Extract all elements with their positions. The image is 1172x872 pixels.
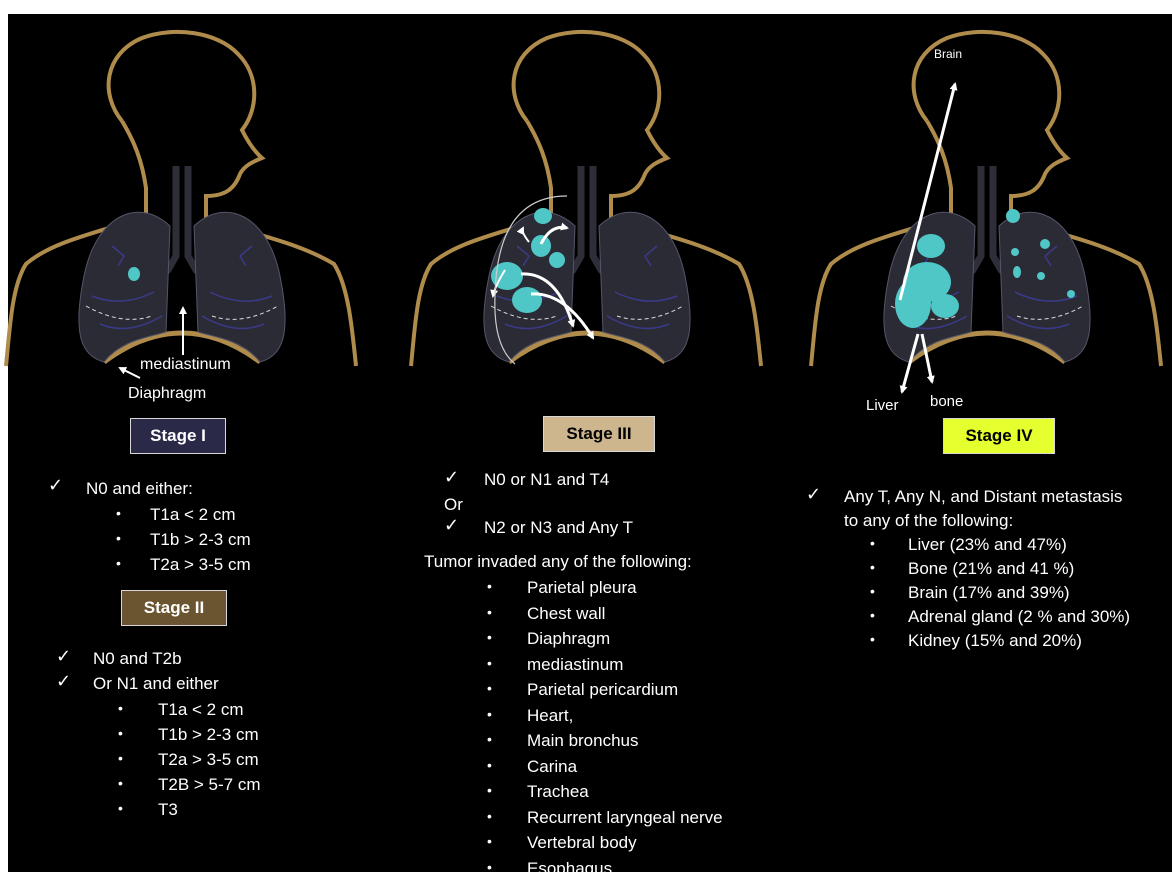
bullet-icon: •	[487, 655, 492, 671]
stage1-box: Stage I	[130, 418, 226, 454]
list-item: Esophagus	[527, 856, 612, 872]
check-icon: ✓	[48, 475, 63, 496]
list-item: T1b > 2-3 cm	[150, 527, 251, 552]
bullet-icon: •	[870, 559, 875, 575]
check-icon: ✓	[444, 515, 459, 536]
list-item: Liver (23% and 47%)	[908, 532, 1067, 557]
list-item: Recurrent laryngeal nerve	[527, 805, 723, 830]
bone-label: bone	[930, 393, 963, 410]
bullet-icon: •	[487, 757, 492, 773]
list-item: mediastinum	[527, 652, 623, 677]
stage2-criteria-2: Or N1 and either	[93, 671, 219, 696]
list-item: Brain (17% and 39%)	[908, 580, 1070, 605]
list-item: Chest wall	[527, 601, 605, 626]
list-item: Parietal pleura	[527, 575, 637, 600]
bullet-icon: •	[870, 535, 875, 551]
stage2-box: Stage II	[121, 590, 227, 626]
list-item: Carina	[527, 754, 577, 779]
list-item: T2a > 3-5 cm	[150, 552, 251, 577]
stage4-body-figure	[811, 32, 1161, 366]
check-icon: ✓	[56, 646, 71, 667]
list-item: Main bronchus	[527, 728, 639, 753]
list-item: Heart,	[527, 703, 573, 728]
bullet-icon: •	[487, 629, 492, 645]
bullet-icon: •	[487, 782, 492, 798]
stage3-criteria-1: N0 or N1 and T4	[484, 467, 609, 492]
bullet-icon: •	[116, 555, 121, 571]
mediastinum-label: mediastinum	[140, 356, 231, 374]
list-item: T1a < 2 cm	[150, 502, 236, 527]
stage4-box: Stage IV	[943, 418, 1055, 454]
list-item: Adrenal gland (2 % and 30%)	[908, 604, 1130, 629]
brain-label: Brain	[934, 47, 962, 61]
bullet-icon: •	[118, 775, 123, 791]
check-icon: ✓	[444, 467, 459, 488]
stage4-criteria-2: to any of the following:	[844, 508, 1013, 533]
bullet-icon: •	[487, 833, 492, 849]
list-item: Bone (21% and 41 %)	[908, 556, 1074, 581]
list-item: Kidney (15% and 20%)	[908, 628, 1082, 653]
list-item: T3	[158, 797, 178, 822]
bullet-icon: •	[487, 808, 492, 824]
list-item: Diaphragm	[527, 626, 610, 651]
stage3-box: Stage III	[543, 416, 655, 452]
bullet-icon: •	[116, 505, 121, 521]
bullet-icon: •	[870, 583, 875, 599]
stage2-criteria-1: N0 and T2b	[93, 646, 182, 671]
bullet-icon: •	[487, 578, 492, 594]
bullet-icon: •	[870, 607, 875, 623]
diaphragm-arrow	[120, 368, 140, 378]
stage3-body-figure	[411, 32, 761, 366]
bullet-icon: •	[487, 680, 492, 696]
bullet-icon: •	[118, 725, 123, 741]
bullet-icon: •	[870, 631, 875, 647]
stage3-or: Or	[444, 492, 463, 517]
stage1-tumor	[128, 267, 140, 281]
list-item: Vertebral body	[527, 830, 637, 855]
list-item: T2a > 3-5 cm	[158, 747, 259, 772]
stage1-criteria: N0 and either:	[86, 476, 193, 501]
list-item: T2B > 5-7 cm	[158, 772, 261, 797]
list-item: Parietal pericardium	[527, 677, 678, 702]
bullet-icon: •	[487, 859, 492, 872]
liver-label: Liver	[866, 397, 899, 414]
stage3-criteria-2: N2 or N3 and Any T	[484, 515, 633, 540]
check-icon: ✓	[56, 671, 71, 692]
bullet-icon: •	[118, 700, 123, 716]
stage4-criteria-1: Any T, Any N, and Distant metastasis	[844, 484, 1122, 509]
bullet-icon: •	[487, 731, 492, 747]
list-item: Trachea	[527, 779, 589, 804]
list-item: T1b > 2-3 cm	[158, 722, 259, 747]
bullet-icon: •	[118, 800, 123, 816]
stage3-invaded-header: Tumor invaded any of the following:	[424, 549, 692, 574]
stage1-body-figure	[6, 32, 356, 366]
bullet-icon: •	[118, 750, 123, 766]
list-item: T1a < 2 cm	[158, 697, 244, 722]
bullet-icon: •	[116, 530, 121, 546]
bullet-icon: •	[487, 706, 492, 722]
check-icon: ✓	[806, 484, 821, 505]
bullet-icon: •	[487, 604, 492, 620]
diaphragm-label: Diaphragm	[128, 385, 206, 403]
